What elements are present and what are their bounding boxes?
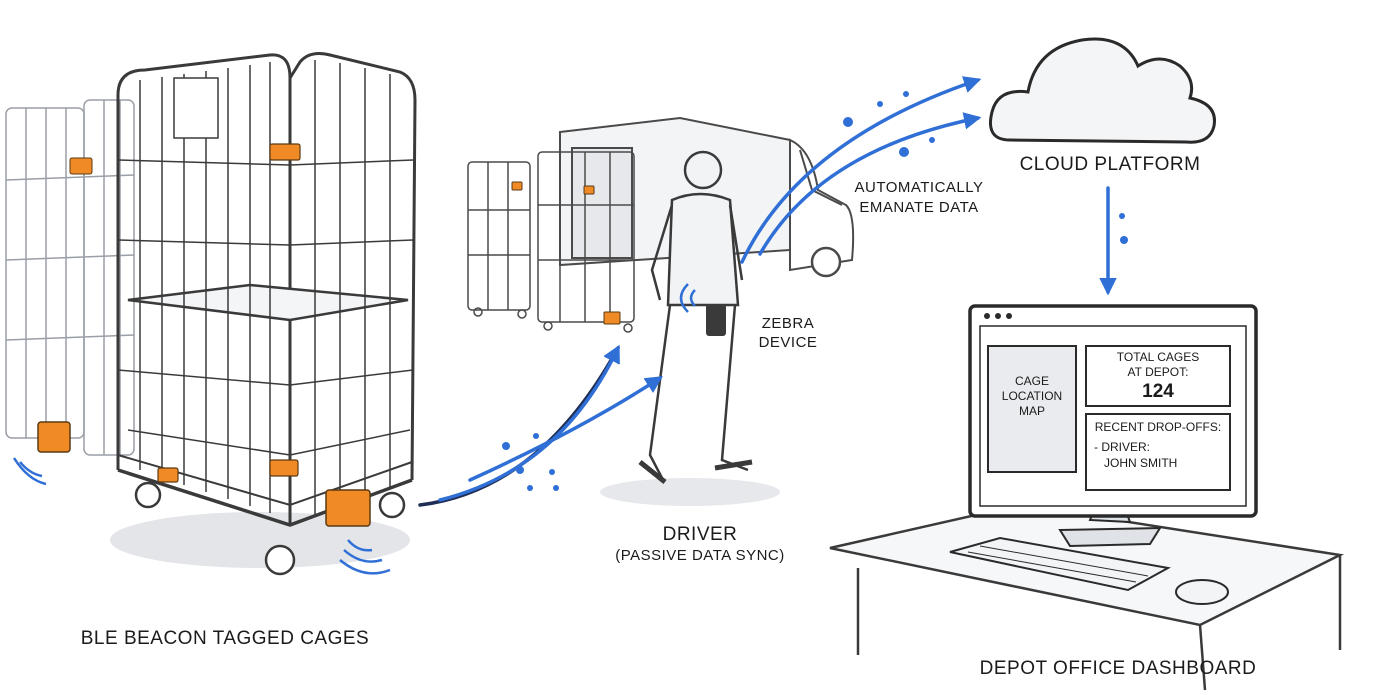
map-panel-line2: LOCATION [988, 389, 1076, 404]
background-cages [6, 100, 134, 455]
recent-dropoffs-line1: - DRIVER: [1094, 440, 1174, 455]
device-label-line2: DEVICE [742, 333, 834, 353]
device-label-line1: ZEBRA [742, 314, 834, 334]
total-cages-line1: TOTAL CAGES [1086, 350, 1230, 365]
ble-beacon-icon [14, 422, 70, 484]
total-cages-value: 124 [1086, 381, 1230, 403]
map-panel-line1: CAGE [988, 374, 1076, 389]
small-cage-tag [70, 158, 92, 174]
map-panel-line3: MAP [988, 404, 1076, 419]
cages-label: BLE BEACON TAGGED CAGES [60, 628, 390, 650]
driver-label: DRIVER [640, 524, 760, 546]
cloud-icon [990, 39, 1214, 142]
emanate-label-line1: AUTOMATICALLY [838, 178, 1000, 198]
total-cages-line2: AT DEPOT: [1086, 365, 1230, 380]
mouse-icon [1176, 580, 1228, 604]
dashboard-label: DEPOT OFFICE DASHBOARD [948, 658, 1288, 680]
recent-dropoffs-title: RECENT DROP-OFFS: [1086, 420, 1230, 435]
recent-dropoffs-line2: JOHN SMITH [1104, 456, 1204, 471]
cloud-label: CLOUD PLATFORM [990, 154, 1230, 176]
driver-sub-label: (PASSIVE DATA SYNC) [590, 546, 810, 566]
emanate-label-line2: EMANATE DATA [838, 198, 1000, 218]
